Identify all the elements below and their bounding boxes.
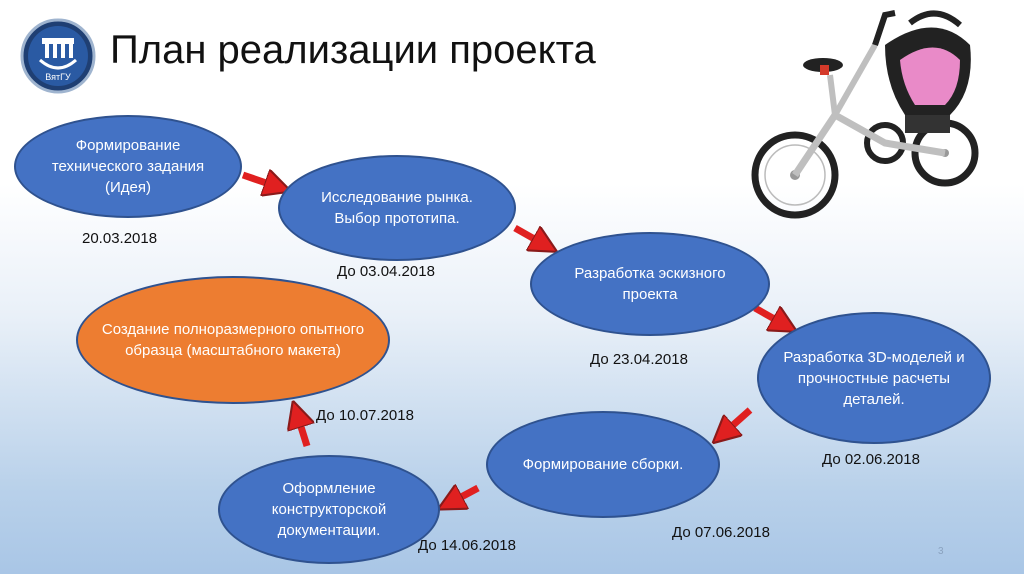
step-5-assembly: Формирование сборки. — [486, 411, 720, 518]
step-1-technical-task: Формирование технического задания (Идея) — [14, 115, 242, 218]
step-6-date: До 14.06.2018 — [418, 537, 516, 554]
step-7-date: До 10.07.2018 — [316, 407, 414, 424]
page-title: План реализации проекта — [110, 28, 596, 72]
step-3-date: До 23.04.2018 — [590, 351, 688, 368]
university-logo: ВятГУ — [20, 18, 96, 94]
arrow-5 — [450, 488, 480, 503]
page-number: 3 — [938, 546, 944, 557]
step-2-date: До 03.04.2018 — [337, 263, 435, 280]
arrow-6 — [297, 414, 307, 448]
step-7-prototype: Создание полноразмерного опытного образц… — [76, 276, 390, 404]
step-3-sketch-project: Разработка эскизного проекта — [530, 232, 770, 336]
arrow-4 — [723, 407, 753, 434]
stroller-bike-photo — [735, 5, 1017, 220]
step-5-date: До 07.06.2018 — [672, 524, 770, 541]
step-4-date: До 02.06.2018 — [822, 451, 920, 468]
step-1-date: 20.03.2018 — [82, 230, 158, 247]
step-6-documentation: Оформление конструкторской документации. — [218, 455, 440, 564]
logo-text: ВятГУ — [45, 72, 71, 82]
step-2-market-research: Исследование рынка. Выбор прототипа. — [278, 155, 516, 261]
arrow-3 — [753, 304, 785, 325]
arrow-2 — [513, 224, 545, 245]
step-4-3d-models: Разработка 3D-моделей и прочностные расч… — [757, 312, 991, 444]
arrow-1 — [241, 175, 278, 187]
